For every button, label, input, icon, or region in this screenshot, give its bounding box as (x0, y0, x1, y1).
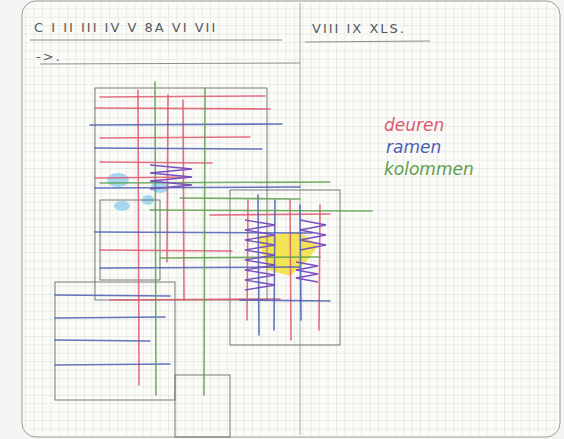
red-pencil-line (100, 137, 250, 138)
blue-pencil-line (90, 124, 282, 125)
red-pencil-line (167, 95, 168, 262)
green-pencil-line (100, 182, 330, 183)
blue-pencil-line (55, 317, 165, 318)
legend-text: deuren (384, 115, 444, 135)
green-pencil-line (204, 88, 205, 395)
blue-pencil-line (240, 300, 330, 301)
header-rule (305, 41, 430, 42)
cyan-fill (114, 201, 130, 211)
red-pencil-line (290, 200, 291, 340)
pencil-outline (175, 375, 230, 437)
blue-pencil-line (55, 340, 150, 341)
legend-text: ramen (386, 137, 441, 157)
legend-entry: deuren (384, 116, 444, 135)
legend-text: kolommen (384, 159, 474, 179)
green-pencil-line (155, 82, 156, 395)
legend-entry: ramen (386, 138, 441, 157)
purple-hatching (300, 220, 326, 250)
blue-pencil-line (55, 295, 170, 296)
header-rule (30, 40, 282, 41)
header-rule (40, 63, 300, 64)
blue-pencil-line (95, 187, 300, 188)
header-note: C I II III IV V 8A VI VII (34, 21, 217, 35)
blue-pencil-line (95, 148, 262, 149)
graph-grid (24, 3, 558, 435)
purple-hatching (150, 165, 192, 189)
green-pencil-line (180, 198, 300, 199)
red-pencil-line (100, 250, 232, 251)
blue-pencil-line (258, 195, 259, 335)
blue-pencil-line (55, 364, 170, 365)
green-pencil-line (160, 257, 320, 258)
purple-hatching (245, 220, 275, 290)
page-edge (22, 1, 560, 437)
red-pencil-line (95, 177, 190, 178)
purple-hatching (296, 262, 318, 282)
header-note: ->. (36, 50, 62, 64)
red-pencil-line (100, 96, 265, 97)
red-pencil-line (210, 214, 330, 215)
green-pencil-line (150, 210, 372, 211)
spine-crease (299, 3, 300, 435)
blue-pencil-line (95, 232, 312, 233)
cyan-fill (107, 173, 129, 187)
red-pencil-line (183, 100, 184, 300)
blue-pencil-line (100, 267, 300, 268)
legend-entry: kolommen (384, 160, 474, 179)
header-note: VIII IX XLS. (312, 22, 406, 36)
